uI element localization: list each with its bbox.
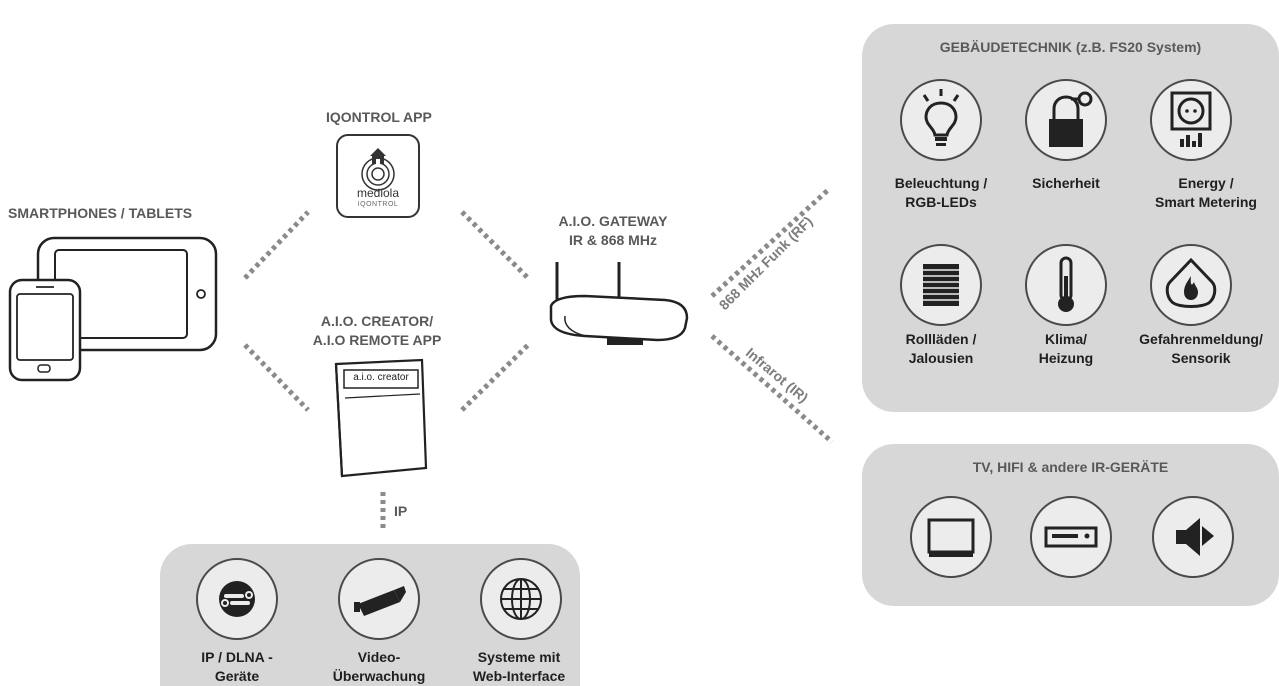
- iqontrol-logo-sub: IQONTROL: [357, 201, 399, 208]
- hazard-tile[interactable]: [1150, 244, 1232, 326]
- camera-icon: [354, 586, 406, 616]
- link-iqontrol-gateway: [460, 210, 530, 280]
- lighting-tile[interactable]: [900, 79, 982, 161]
- hifi-receiver-icon: [1044, 526, 1098, 548]
- power-socket-icon: [1170, 91, 1212, 147]
- hifi-tile[interactable]: [1030, 496, 1112, 578]
- shutter-icon: [923, 264, 959, 306]
- flame-icon: [1165, 257, 1217, 308]
- building-tech-title: GEBÄUDETECHNIK (z.B. FS20 System): [939, 39, 1202, 55]
- padlock-icon: [1049, 91, 1093, 147]
- creator-label-line1: A.I.O. CREATOR/: [320, 313, 434, 329]
- gateway-label-line1: A.I.O. GATEWAY: [558, 213, 668, 229]
- creator-box-text: a.i.o. creator: [353, 372, 409, 383]
- lightbulb-icon: [922, 89, 960, 146]
- link-gateway-ir: [710, 334, 834, 444]
- hazard-label: Gefahrenmeldung/ Sensorik: [1139, 331, 1263, 366]
- lighting-label: Beleuchtung / RGB-LEDs: [894, 175, 988, 210]
- speaker-tile[interactable]: [1152, 496, 1234, 578]
- thermometer-icon: [1058, 256, 1074, 312]
- devices-label: SMARTPHONES / TABLETS: [8, 205, 193, 221]
- energy-label: Energy / Smart Metering: [1155, 175, 1257, 210]
- iqontrol-app-icon[interactable]: mediola IQONTROL: [336, 134, 420, 218]
- link-tablet-creator: [243, 343, 310, 412]
- creator-label-line2: A.I.O REMOTE APP: [312, 331, 442, 348]
- ir-devices-panel: TV, HIFI & andere IR-GERÄTE: [862, 444, 1279, 606]
- gateway-label: A.I.O. GATEWAY IR & 868 MHz: [538, 212, 688, 250]
- tv-tile[interactable]: [910, 496, 992, 578]
- iqontrol-app-label: IQONTROL APP: [326, 109, 432, 125]
- dlna-tile[interactable]: [196, 558, 278, 640]
- gateway-label-line2: IR & 868 MHz: [569, 231, 657, 248]
- ip-label: IP: [394, 503, 408, 519]
- dlna-label: IP / DLNA - Geräte: [201, 649, 273, 684]
- creator-box-icon[interactable]: a.i.o. creator: [330, 358, 430, 480]
- link-gateway-rf: [710, 188, 830, 298]
- ip-systems-panel: IP / DLNA - Geräte Video- Überwachung Sy…: [160, 544, 580, 686]
- climate-tile[interactable]: [1025, 244, 1107, 326]
- iqontrol-logo-brand: mediola: [356, 186, 400, 200]
- gateway-router-icon[interactable]: [545, 260, 695, 352]
- energy-tile[interactable]: [1150, 79, 1232, 161]
- web-label: Systeme mit Web-Interface: [472, 649, 566, 684]
- security-label: Sicherheit: [1032, 175, 1100, 191]
- ir-devices-title: TV, HIFI & andere IR-GERÄTE: [972, 459, 1169, 475]
- creator-label: A.I.O. CREATOR/ A.I.O REMOTE APP: [303, 312, 451, 350]
- building-tech-panel: GEBÄUDETECHNIK (z.B. FS20 System): [862, 24, 1279, 412]
- video-label: Video- Überwachung: [332, 649, 426, 684]
- shutter-label: Rollläden / Jalousien: [905, 331, 977, 366]
- tablet-phone-icon: [8, 236, 218, 382]
- dlna-icon: [219, 581, 255, 617]
- video-tile[interactable]: [338, 558, 420, 640]
- shutter-tile[interactable]: [900, 244, 982, 326]
- link-creator-gateway: [460, 343, 530, 412]
- security-tile[interactable]: [1025, 79, 1107, 161]
- climate-label: Klima/ Heizung: [1038, 331, 1094, 366]
- link-tablet-iqontrol: [243, 210, 310, 280]
- globe-icon: [500, 578, 542, 620]
- web-tile[interactable]: [480, 558, 562, 640]
- speaker-icon: [1176, 518, 1214, 556]
- tv-icon: [927, 518, 975, 557]
